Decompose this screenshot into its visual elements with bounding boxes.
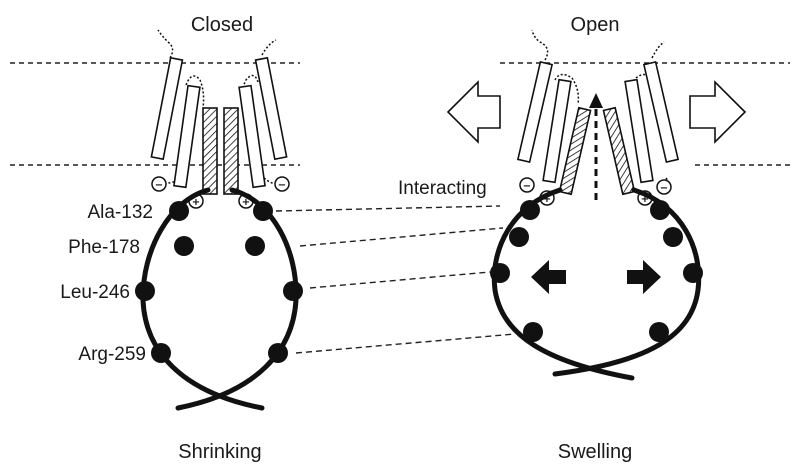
open-residues [490,200,703,342]
closed-loops [158,30,282,184]
shrinking-body [143,190,262,408]
shrinking-label: Shrinking [178,441,261,463]
svg-text:−: − [278,180,286,191]
open-channel: − + + − [490,30,703,378]
open-title: Open [571,14,620,36]
ion-flow-arrow-icon [589,93,603,200]
residue-label-ala: Ala-132 [88,202,154,223]
swelling-label: Swelling [558,441,632,463]
residue-connectors [276,206,515,353]
arrow-left-icon [531,260,566,294]
interacting-label: Interacting [398,178,487,199]
stretch-arrow-left-icon [448,82,500,142]
residue-label-phe: Phe-178 [68,237,140,258]
closed-title: Closed [191,14,253,36]
svg-text:−: − [523,181,531,192]
residue-label-arg: Arg-259 [78,344,146,365]
svg-text:−: − [660,183,668,194]
arrow-right-icon [627,260,661,294]
stretch-arrow-right-icon [690,82,745,142]
svg-text:−: − [155,180,163,191]
closed-channel: − + + − [135,30,303,408]
residue-label-leu: Leu-246 [60,282,130,303]
